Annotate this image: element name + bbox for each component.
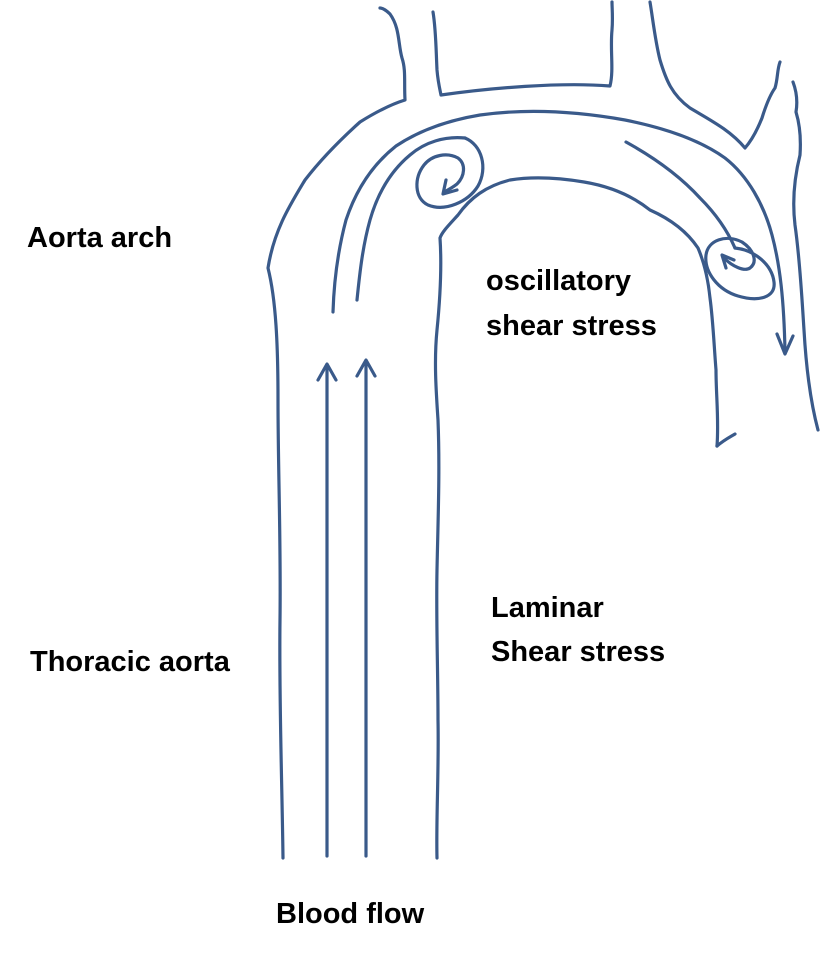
outer-wall-left [266, 6, 407, 860]
vortex-arch [415, 136, 485, 209]
branch-wall-1 [431, 0, 615, 97]
arch-streamline-head [775, 332, 795, 356]
lower-streamline [624, 140, 737, 250]
label-laminar-line2: Shear stress [491, 636, 666, 668]
branch-wall-2 [648, 0, 782, 150]
vortex-descending-head [720, 253, 736, 270]
vortex-arch-head [441, 178, 459, 196]
blood-flow-arrows [316, 358, 377, 858]
outer-wall-right [791, 80, 820, 432]
label-laminar-line1: Laminar [491, 592, 604, 624]
arch-streamline [331, 109, 787, 354]
vessel-walls [266, 0, 820, 860]
inner-arch-wall [433, 176, 720, 860]
inner-wall-tick [715, 432, 737, 448]
label-blood-flow: Blood flow [276, 898, 425, 930]
label-oscillatory-line1: oscillatory [486, 265, 632, 297]
label-thoracic-aorta: Thoracic aorta [30, 646, 230, 678]
inner-streamline [355, 136, 467, 302]
flow-arrow-right-head [355, 358, 377, 378]
flow-arrow-left-head [316, 362, 338, 382]
vortex-descending [704, 236, 776, 301]
flow-lines [331, 109, 795, 356]
label-oscillatory-line2: shear stress [486, 310, 657, 342]
label-aorta-arch: Aorta arch [27, 222, 173, 254]
